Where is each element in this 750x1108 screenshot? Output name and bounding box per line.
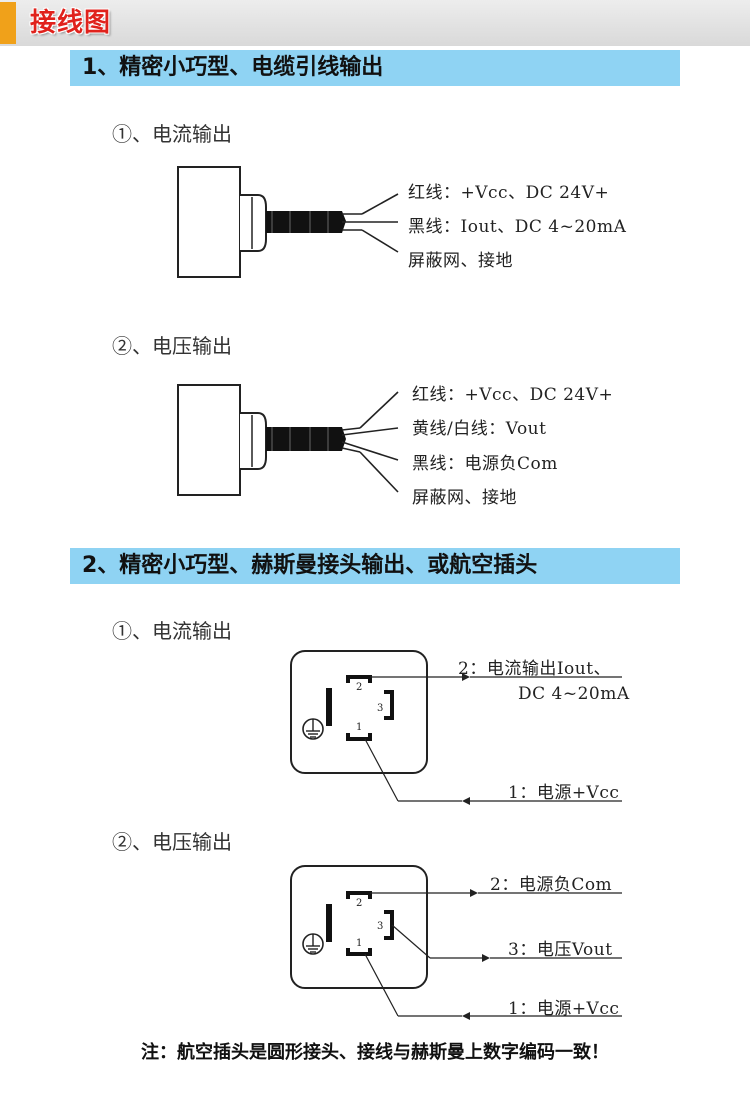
pin-2-label: 2 — [356, 682, 362, 693]
pin-1-description: 1：电源+Vcc — [508, 999, 620, 1019]
section-1-bar — [70, 50, 680, 86]
section-1-title: 1、精密小巧型、电缆引线输出 — [82, 55, 384, 80]
section-2-voltage-title: ②、电压输出 — [112, 830, 232, 854]
pin-1-description: 1：电源+Vcc — [508, 783, 620, 803]
pin-3-label: 3 — [377, 703, 383, 714]
pin-1-label: 1 — [356, 938, 362, 949]
wire-label-yellow-white: 黄线/白线：Vout — [412, 419, 547, 439]
header-bar — [0, 0, 750, 46]
header-accent — [0, 2, 16, 44]
pin-3-label: 3 — [377, 921, 383, 932]
section-1-current-title: ①、电流输出 — [112, 122, 232, 146]
wire-label-black: 黑线：Iout、DC 4~20mA — [408, 217, 627, 237]
wire-label-red: 红线：+Vcc、DC 24V+ — [412, 385, 614, 405]
section-2-current-title: ①、电流输出 — [112, 619, 232, 643]
connector-current — [290, 650, 622, 805]
wire-label-shield: 屏蔽网、接地 — [412, 488, 517, 508]
wire-label-shield: 屏蔽网、接地 — [408, 251, 513, 271]
footnote: 注：航空插头是圆形接头、接线与赫斯曼上数字编码一致！ — [141, 1042, 609, 1063]
pin-3-description: 3：电压Vout — [508, 940, 613, 960]
section-2-bar — [70, 548, 680, 584]
connector-voltage — [290, 865, 622, 1020]
cable-sensor-current — [177, 166, 399, 278]
cable-sensor-voltage — [177, 384, 399, 496]
page-title: 接线图 — [30, 8, 112, 38]
section-1-voltage-title: ②、电压输出 — [112, 334, 232, 358]
pin-2-label: 2 — [356, 898, 362, 909]
wire-label-black: 黑线：电源负Com — [412, 454, 558, 474]
wire-label-red: 红线：+Vcc、DC 24V+ — [408, 183, 610, 203]
section-2-title: 2、精密小巧型、赫斯曼接头输出、或航空插头 — [82, 553, 538, 578]
pin-2-description-cont: DC 4~20mA — [518, 684, 630, 704]
pin-1-label: 1 — [356, 722, 362, 733]
pin-2-description: 2：电流输出Iout、 — [458, 659, 612, 679]
pin-2-description: 2：电源负Com — [490, 875, 613, 895]
